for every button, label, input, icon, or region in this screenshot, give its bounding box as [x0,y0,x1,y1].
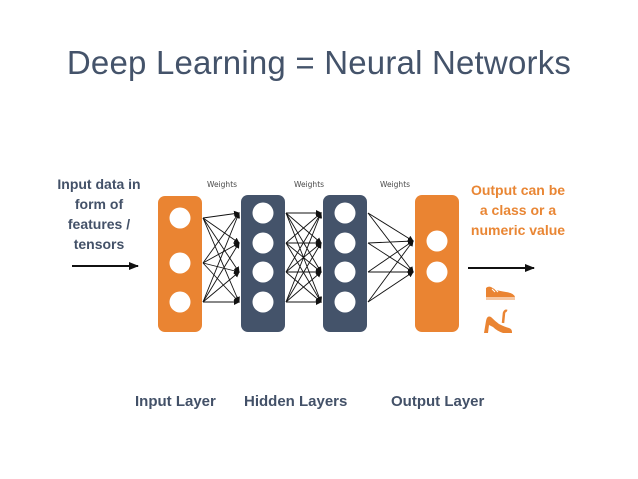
weight-edge [367,238,414,245]
weight-edge [367,212,414,242]
weight-edge [367,271,414,303]
neuron-node [252,202,274,224]
neuron-node [252,232,274,254]
input-description: Input data in form of features / tensors [57,176,141,252]
weight-edge [202,242,240,264]
neuron-node [252,291,274,313]
page-title: Deep Learning = Neural Networks [66,44,572,81]
weight-edge [202,217,240,273]
weight-edge [202,217,240,244]
weight-connections [202,210,414,305]
sneaker-icon [486,286,515,300]
weight-edge [285,242,322,303]
weight-edge [202,271,240,303]
neuron-node [169,252,191,274]
weight-edge [285,271,322,303]
weight-edge [202,212,240,264]
weights-label-1: Weights [207,180,238,189]
weights-label-2: Weights [294,180,325,189]
neuron-node [252,261,274,283]
weight-edge [285,212,322,303]
weight-edge [202,262,240,274]
weight-edge [202,210,240,219]
output-description: Output can be a class or a numeric value [470,182,566,238]
weight-edge [202,217,240,303]
neuron-node [334,202,356,224]
neuron-node [334,291,356,313]
neuron-node [169,207,191,229]
weight-edge [202,262,240,303]
weight-edge [202,212,240,303]
layers-group [158,195,459,332]
input-layer-label: Input Layer [135,393,216,410]
weight-edge [367,240,414,273]
output-layer-label: Output Layer [391,393,485,410]
neuron-node [334,232,356,254]
neuron-node [334,261,356,283]
weights-label-3: Weights [380,180,411,189]
weight-edge [367,212,414,273]
weight-edge [367,240,414,303]
neuron-node [169,291,191,313]
weight-edge [202,242,240,303]
weight-edge [367,242,414,273]
neuron-node [426,230,448,252]
high-heel-icon [484,309,512,333]
weight-edge [285,212,322,273]
hidden-layers-label: Hidden Layers [244,393,348,410]
neuron-node [426,261,448,283]
weight-edge [285,212,322,244]
